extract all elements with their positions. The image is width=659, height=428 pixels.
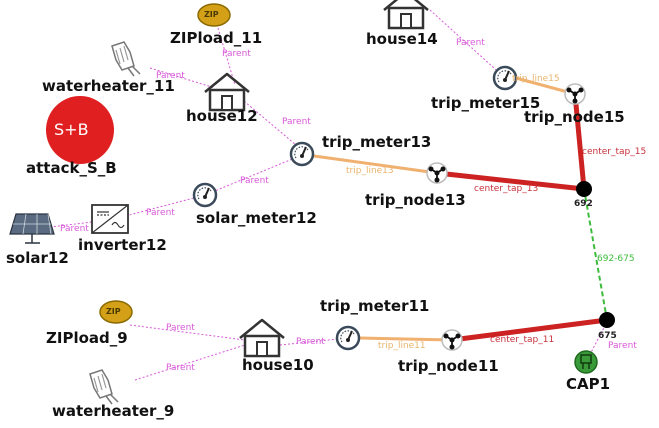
parent-label: Parent (240, 176, 269, 186)
bus-692-node (576, 181, 592, 197)
parent-label: Parent (456, 38, 485, 48)
gauge-icon (289, 141, 315, 167)
bus-label-692: 692 (574, 199, 593, 209)
edge-house14-tripmeter15 (429, 9, 506, 79)
edge-inverter12-solarmeter12 (117, 194, 206, 219)
gauge-icon (335, 325, 361, 351)
capacitor-icon (574, 350, 598, 374)
parent-label: Parent (146, 208, 175, 218)
node-label-zipload-9: ZIPload_9 (46, 329, 128, 347)
gauge-icon (192, 182, 218, 208)
center-tap-13 (436, 170, 585, 192)
trip-node-icon (426, 162, 448, 184)
house-icon (382, 0, 430, 30)
parent-label: Parent (166, 323, 195, 333)
node-label-zipload-11: ZIPload_11 (170, 29, 263, 47)
center-taps (436, 93, 608, 343)
attack-badge-text: S+B (54, 120, 89, 139)
parent-label: Parent (222, 49, 251, 59)
edge-solarmeter12-tripmeter13 (204, 154, 303, 196)
trip-node-icon (564, 83, 586, 105)
center-tap-13-label: center_tap_13 (474, 184, 539, 194)
parent-label: Parent (156, 71, 185, 81)
node-label-house10: house10 (242, 356, 314, 374)
center-tap-15-label: center_tap_15 (582, 147, 647, 157)
zip-badge-text: ZIP (204, 10, 219, 19)
node-label-house12: house12 (186, 107, 258, 125)
zip-badge-text: ZIP (106, 307, 121, 316)
solar-panel-icon (9, 213, 55, 244)
trip-line11-label: trip_line11 (378, 341, 426, 351)
parent-label: Parent (296, 337, 325, 347)
node-label-trip-node13: trip_node13 (365, 191, 466, 209)
trip-line11 (359, 336, 453, 342)
zip-icon (197, 3, 231, 27)
node-label-solar-meter12: solar_meter12 (196, 209, 317, 227)
center-tap-11 (451, 317, 608, 343)
node-label-trip-node15: trip_node15 (524, 108, 625, 126)
parent-label: Parent (60, 224, 89, 234)
house-icon (203, 72, 251, 112)
edge-zipload11-house12 (217, 27, 236, 86)
edge-cap1-675 (585, 321, 608, 363)
trip-line13-label: trip_line13 (346, 166, 394, 176)
trip-line13 (313, 154, 438, 175)
center-tap-11-label: center_tap_11 (490, 335, 555, 345)
node-label-house14: house14 (366, 30, 438, 48)
attack-icon (46, 96, 114, 164)
switch-692-675-label: 692-675 (597, 254, 635, 264)
node-label-trip-node11: trip_node11 (398, 357, 499, 375)
bus-675-node (599, 312, 615, 328)
edge-house12-tripmeter13 (237, 95, 303, 151)
center-tap-15 (572, 93, 587, 190)
trip-line15-label: trip_line15 (512, 74, 560, 84)
node-label-inverter12: inverter12 (78, 236, 167, 254)
node-label-waterheater-9: waterheater_9 (52, 402, 175, 420)
parent-label: Parent (166, 363, 195, 373)
edge-waterheater9-house10 (134, 344, 246, 381)
node-label-attack: attack_S_B (26, 159, 117, 177)
trip-node-icon (441, 329, 463, 351)
bus-label-675: 675 (598, 331, 617, 341)
edge-waterheater11-house12 (149, 67, 216, 89)
house-icon (238, 318, 286, 358)
node-label-trip-meter13: trip_meter13 (322, 133, 432, 151)
water-heater-icon (89, 369, 119, 405)
node-label-cap1: CAP1 (566, 375, 611, 393)
node-label-trip-meter11: trip_meter11 (320, 297, 430, 315)
node-label-solar12: solar12 (6, 249, 69, 267)
node-label-waterheater-11: waterheater_11 (42, 77, 175, 95)
zip-icon (99, 300, 133, 324)
water-heater-icon (111, 41, 141, 77)
edge-zipload9-house10 (129, 324, 246, 341)
node-label-trip-meter15: trip_meter15 (431, 94, 541, 112)
switch-692-675 (583, 188, 608, 321)
parent-label: Parent (608, 341, 637, 351)
parent-label: Parent (282, 117, 311, 127)
inverter-icon (91, 204, 129, 234)
